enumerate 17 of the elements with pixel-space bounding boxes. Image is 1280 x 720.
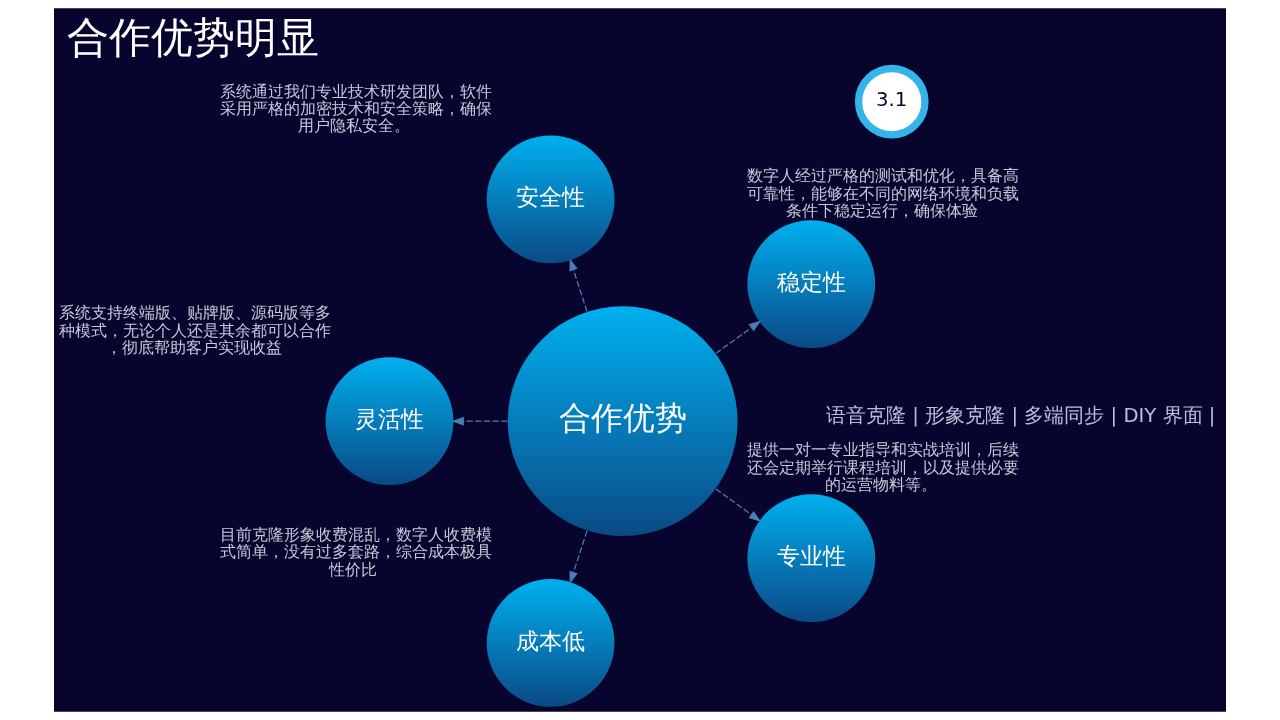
arrow: [569, 530, 588, 584]
node-label: 数字人经过严格的测试和优化，具备高可靠性，能够在不同的网络环境和负载条件下稳定运行，确保体验: [747, 166, 1020, 220]
node-label: 提供一对一专业指导和实战培训，后续还会定期举行课程培训，以及提供必要的运营物料等。: [747, 440, 1020, 494]
node-circle: 合作优势: [507, 306, 738, 537]
node-label: 系统通过我们专业技术研发团队，软件采用严格的加密技术和安全策略，确保用户隐私安全。: [220, 81, 493, 136]
arrow: [569, 258, 588, 313]
node-label: 系统支持终端版、贴牌版、源码版等多种模式，无论个人还是其余都可以合作，彻底帮助客户实现收益: [58, 303, 331, 357]
arrow: [715, 488, 762, 522]
arrow: [715, 320, 762, 355]
node-circle: 成本低: [486, 579, 615, 707]
node-label: 目前克隆形象收费混乱，数字人收费模式简单，没有过多套路，综合成本极具性价比: [220, 525, 493, 579]
label: 语音克隆 | 形象克隆 | 多端同步 | DIY 界面 |: [826, 404, 1216, 428]
node-circle: 3.1: [854, 64, 929, 139]
diagram-title: 合作优势明显: [67, 12, 320, 62]
node-circle: 灵活性: [325, 357, 454, 486]
node-circle: 安全性: [486, 135, 615, 264]
arrow: [451, 416, 509, 426]
